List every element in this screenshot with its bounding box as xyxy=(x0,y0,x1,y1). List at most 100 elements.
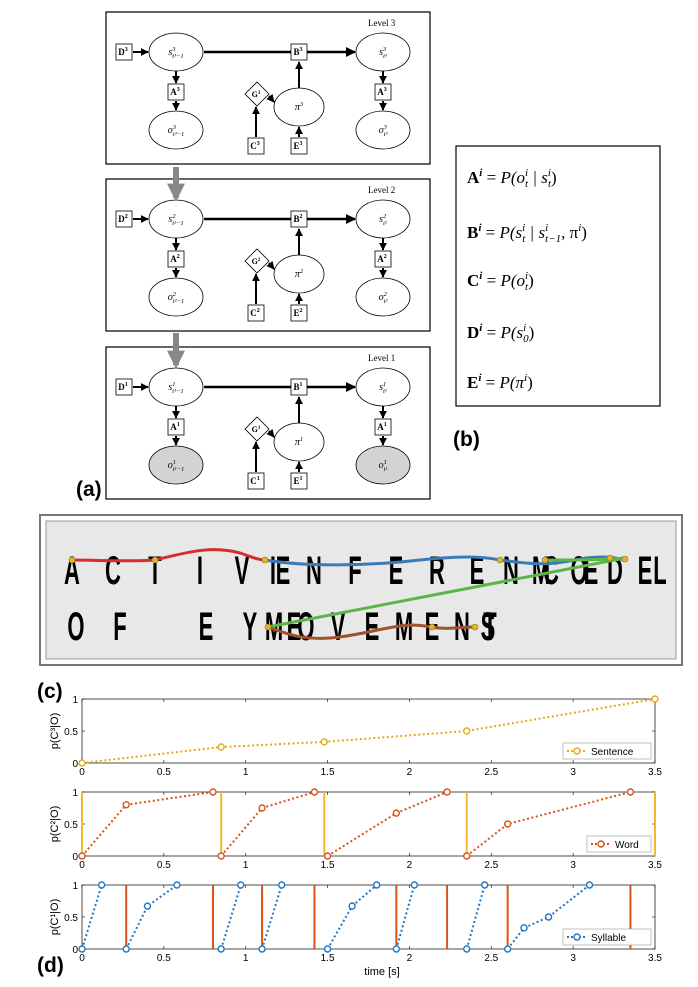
A2-box xyxy=(374,418,392,436)
x-tick-label: 2.5 xyxy=(484,860,498,871)
G-label: G1 xyxy=(252,425,261,434)
data-point xyxy=(237,881,245,889)
y-axis-label: p(C¹|O) xyxy=(49,899,61,935)
data-point xyxy=(392,809,401,817)
A2-label: A1 xyxy=(377,422,387,432)
y-tick-label: 0 xyxy=(72,945,78,956)
data-point xyxy=(217,852,225,860)
legend-box xyxy=(562,928,652,946)
letter: N xyxy=(503,548,519,593)
fixation-point xyxy=(428,623,436,631)
x-tick-label: 3.5 xyxy=(648,860,662,871)
level-title: Level 1 xyxy=(368,353,395,363)
letter: E xyxy=(638,548,653,593)
letter: A xyxy=(64,548,80,593)
letter: E xyxy=(276,548,291,593)
fixation-point xyxy=(261,556,269,564)
data-point xyxy=(78,945,86,953)
x-tick-label: 0 xyxy=(79,767,85,778)
x-tick-label: 2.5 xyxy=(484,953,498,964)
fixation-point xyxy=(621,555,629,563)
C-box xyxy=(247,472,265,490)
B-label: B2 xyxy=(293,214,302,224)
letter: S xyxy=(481,604,496,649)
data-point xyxy=(585,881,594,889)
G-label: G3 xyxy=(252,90,261,99)
letter: E xyxy=(365,604,380,649)
o-cur-node xyxy=(355,110,411,150)
series-line xyxy=(261,884,283,950)
B-box xyxy=(290,43,308,61)
fixation-point xyxy=(606,554,614,562)
y-tick-label: 0 xyxy=(72,759,78,770)
x-tick-label: 2.5 xyxy=(484,767,498,778)
y-tick-label: 1 xyxy=(72,788,78,799)
E-label: E2 xyxy=(293,308,302,318)
s-prev-node xyxy=(148,32,204,72)
E-box xyxy=(290,137,308,155)
data-point xyxy=(258,804,266,812)
letter: R xyxy=(429,548,445,593)
series-line xyxy=(125,884,178,950)
o-cur-node xyxy=(355,445,411,485)
data-point xyxy=(258,945,266,953)
legend-label: Word xyxy=(615,840,639,851)
data-point xyxy=(503,945,512,953)
series-line xyxy=(395,884,416,950)
C-box xyxy=(247,304,265,322)
data-point xyxy=(217,743,225,751)
panel-d-label: (d) xyxy=(37,954,64,977)
y-tick-label: 0 xyxy=(72,852,78,863)
D-label: D1 xyxy=(118,382,128,392)
C-label: C3 xyxy=(250,141,260,151)
y-axis-label: p(C³|O) xyxy=(49,713,61,749)
x-tick-label: 1.5 xyxy=(321,953,335,964)
series-line xyxy=(220,884,242,950)
A2-label: A2 xyxy=(377,254,387,264)
level-title: Level 2 xyxy=(368,185,395,195)
legend-marker xyxy=(573,933,581,941)
scanpath-red xyxy=(71,548,266,563)
x-tick-label: 1 xyxy=(243,953,249,964)
D-box xyxy=(115,43,133,61)
A-label: A3 xyxy=(170,87,180,97)
x-tick-label: 2 xyxy=(407,767,413,778)
C-box xyxy=(247,137,265,155)
panel-a-label: (a) xyxy=(76,478,102,501)
data-point xyxy=(410,881,419,889)
B-box xyxy=(290,210,308,228)
B-box xyxy=(290,378,308,396)
data-point xyxy=(481,881,489,889)
letter: E xyxy=(389,548,404,593)
E-label: E1 xyxy=(293,476,302,486)
x-tick-label: 3 xyxy=(570,860,576,871)
letter: C xyxy=(105,548,121,593)
A-box xyxy=(167,418,185,436)
fixation-point xyxy=(541,556,549,564)
E-box xyxy=(290,304,308,322)
A-label: A1 xyxy=(170,422,180,432)
data-point xyxy=(97,881,106,889)
data-point xyxy=(372,881,381,889)
letter: O xyxy=(67,604,84,649)
letter: O xyxy=(297,604,314,649)
letter: E xyxy=(199,604,214,649)
legend-marker xyxy=(573,747,581,755)
panel-b-label: (b) xyxy=(453,428,480,451)
plot-area xyxy=(81,884,656,950)
D-box xyxy=(115,210,133,228)
C-label: C2 xyxy=(250,308,260,318)
data-point xyxy=(278,881,286,889)
letter: I xyxy=(197,548,203,593)
E-label: E3 xyxy=(293,141,302,151)
y-tick-label: 1 xyxy=(72,881,78,892)
G-label: G2 xyxy=(252,257,261,266)
